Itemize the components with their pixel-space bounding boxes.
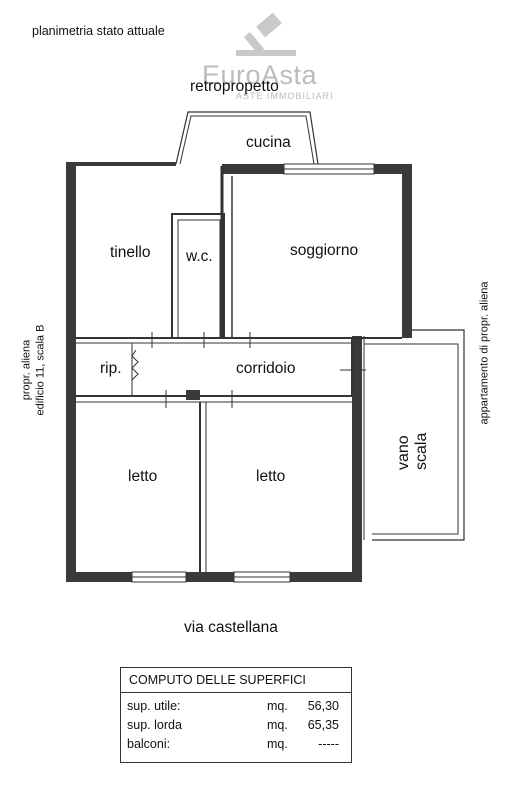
watermark-logo: EuroAsta — [202, 60, 318, 90]
stairwell — [363, 329, 465, 541]
label-rip: rip. — [100, 360, 122, 377]
label-tinello: tinello — [110, 244, 151, 261]
table-row: balconi: mq. ----- — [127, 736, 339, 751]
watermark-subtitle: ASTE IMMOBILIARI — [236, 91, 334, 101]
label-street: via castellana — [184, 619, 278, 636]
surface-table: COMPUTO DELLE SUPERFICI sup. utile: mq. … — [120, 667, 352, 763]
interior-walls — [76, 166, 402, 572]
label-soggiorno: soggiorno — [290, 242, 359, 259]
gavel-icon — [236, 12, 296, 56]
label-vano-scala: vano scala — [395, 432, 430, 470]
balcony-outline — [175, 111, 319, 165]
doors — [151, 332, 366, 408]
label-wc: w.c. — [186, 248, 213, 265]
label-corridoio: corridoio — [236, 360, 296, 377]
label-left-neighbor: propr. aliena edificio 11, scala B — [20, 324, 46, 416]
surface-table-header: COMPUTO DELLE SUPERFICI — [121, 668, 351, 693]
table-row: sup. utile: mq. 56,30 — [127, 698, 339, 713]
label-cucina: cucina — [246, 134, 291, 151]
windows — [131, 163, 375, 583]
plan-title: planimetria stato attuale — [32, 24, 165, 38]
table-row: sup. lorda mq. 65,35 — [127, 717, 339, 732]
label-retropropetto: retropropetto — [190, 78, 279, 95]
label-letto-2: letto — [256, 468, 286, 485]
label-letto-1: letto — [128, 468, 158, 485]
label-right-neighbor: appartamento di propr. aliena — [479, 281, 492, 425]
